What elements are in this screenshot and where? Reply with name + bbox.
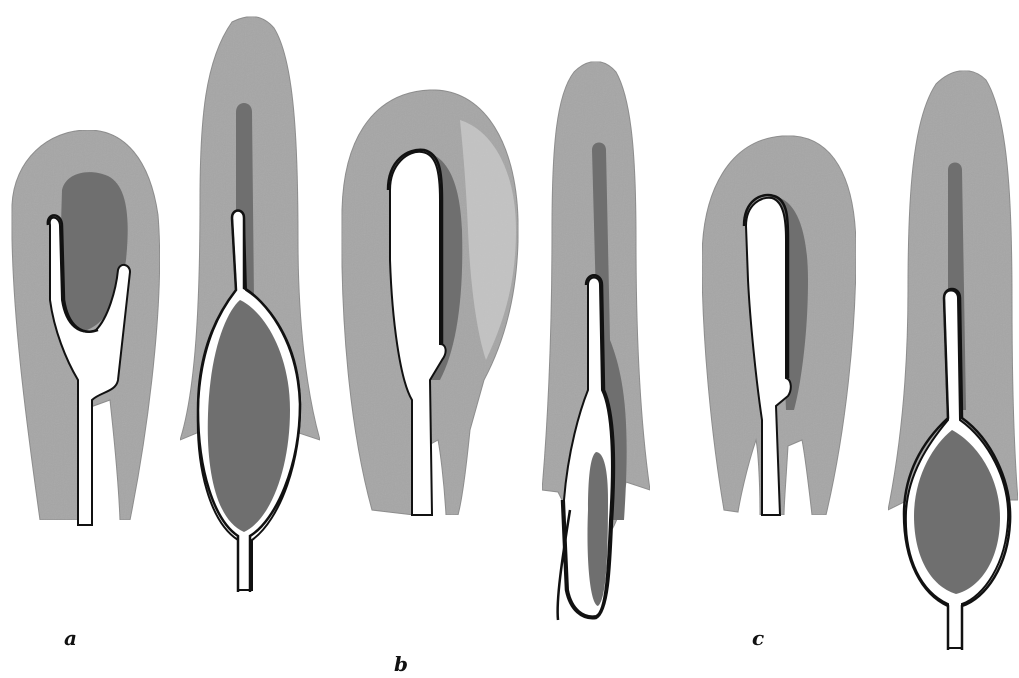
stage-3-drawing	[342, 90, 518, 515]
stage-1-drawing	[12, 130, 160, 525]
panel-label-a: a	[64, 626, 77, 650]
panel-label-b: b	[394, 652, 408, 676]
stage-5-drawing	[702, 136, 856, 515]
stage-4-yolk	[587, 452, 608, 606]
stage-6-drawing	[888, 71, 1018, 650]
panel-label-c: c	[752, 626, 764, 650]
stage-4-drawing	[542, 62, 650, 621]
stage-2-drawing	[180, 17, 320, 592]
